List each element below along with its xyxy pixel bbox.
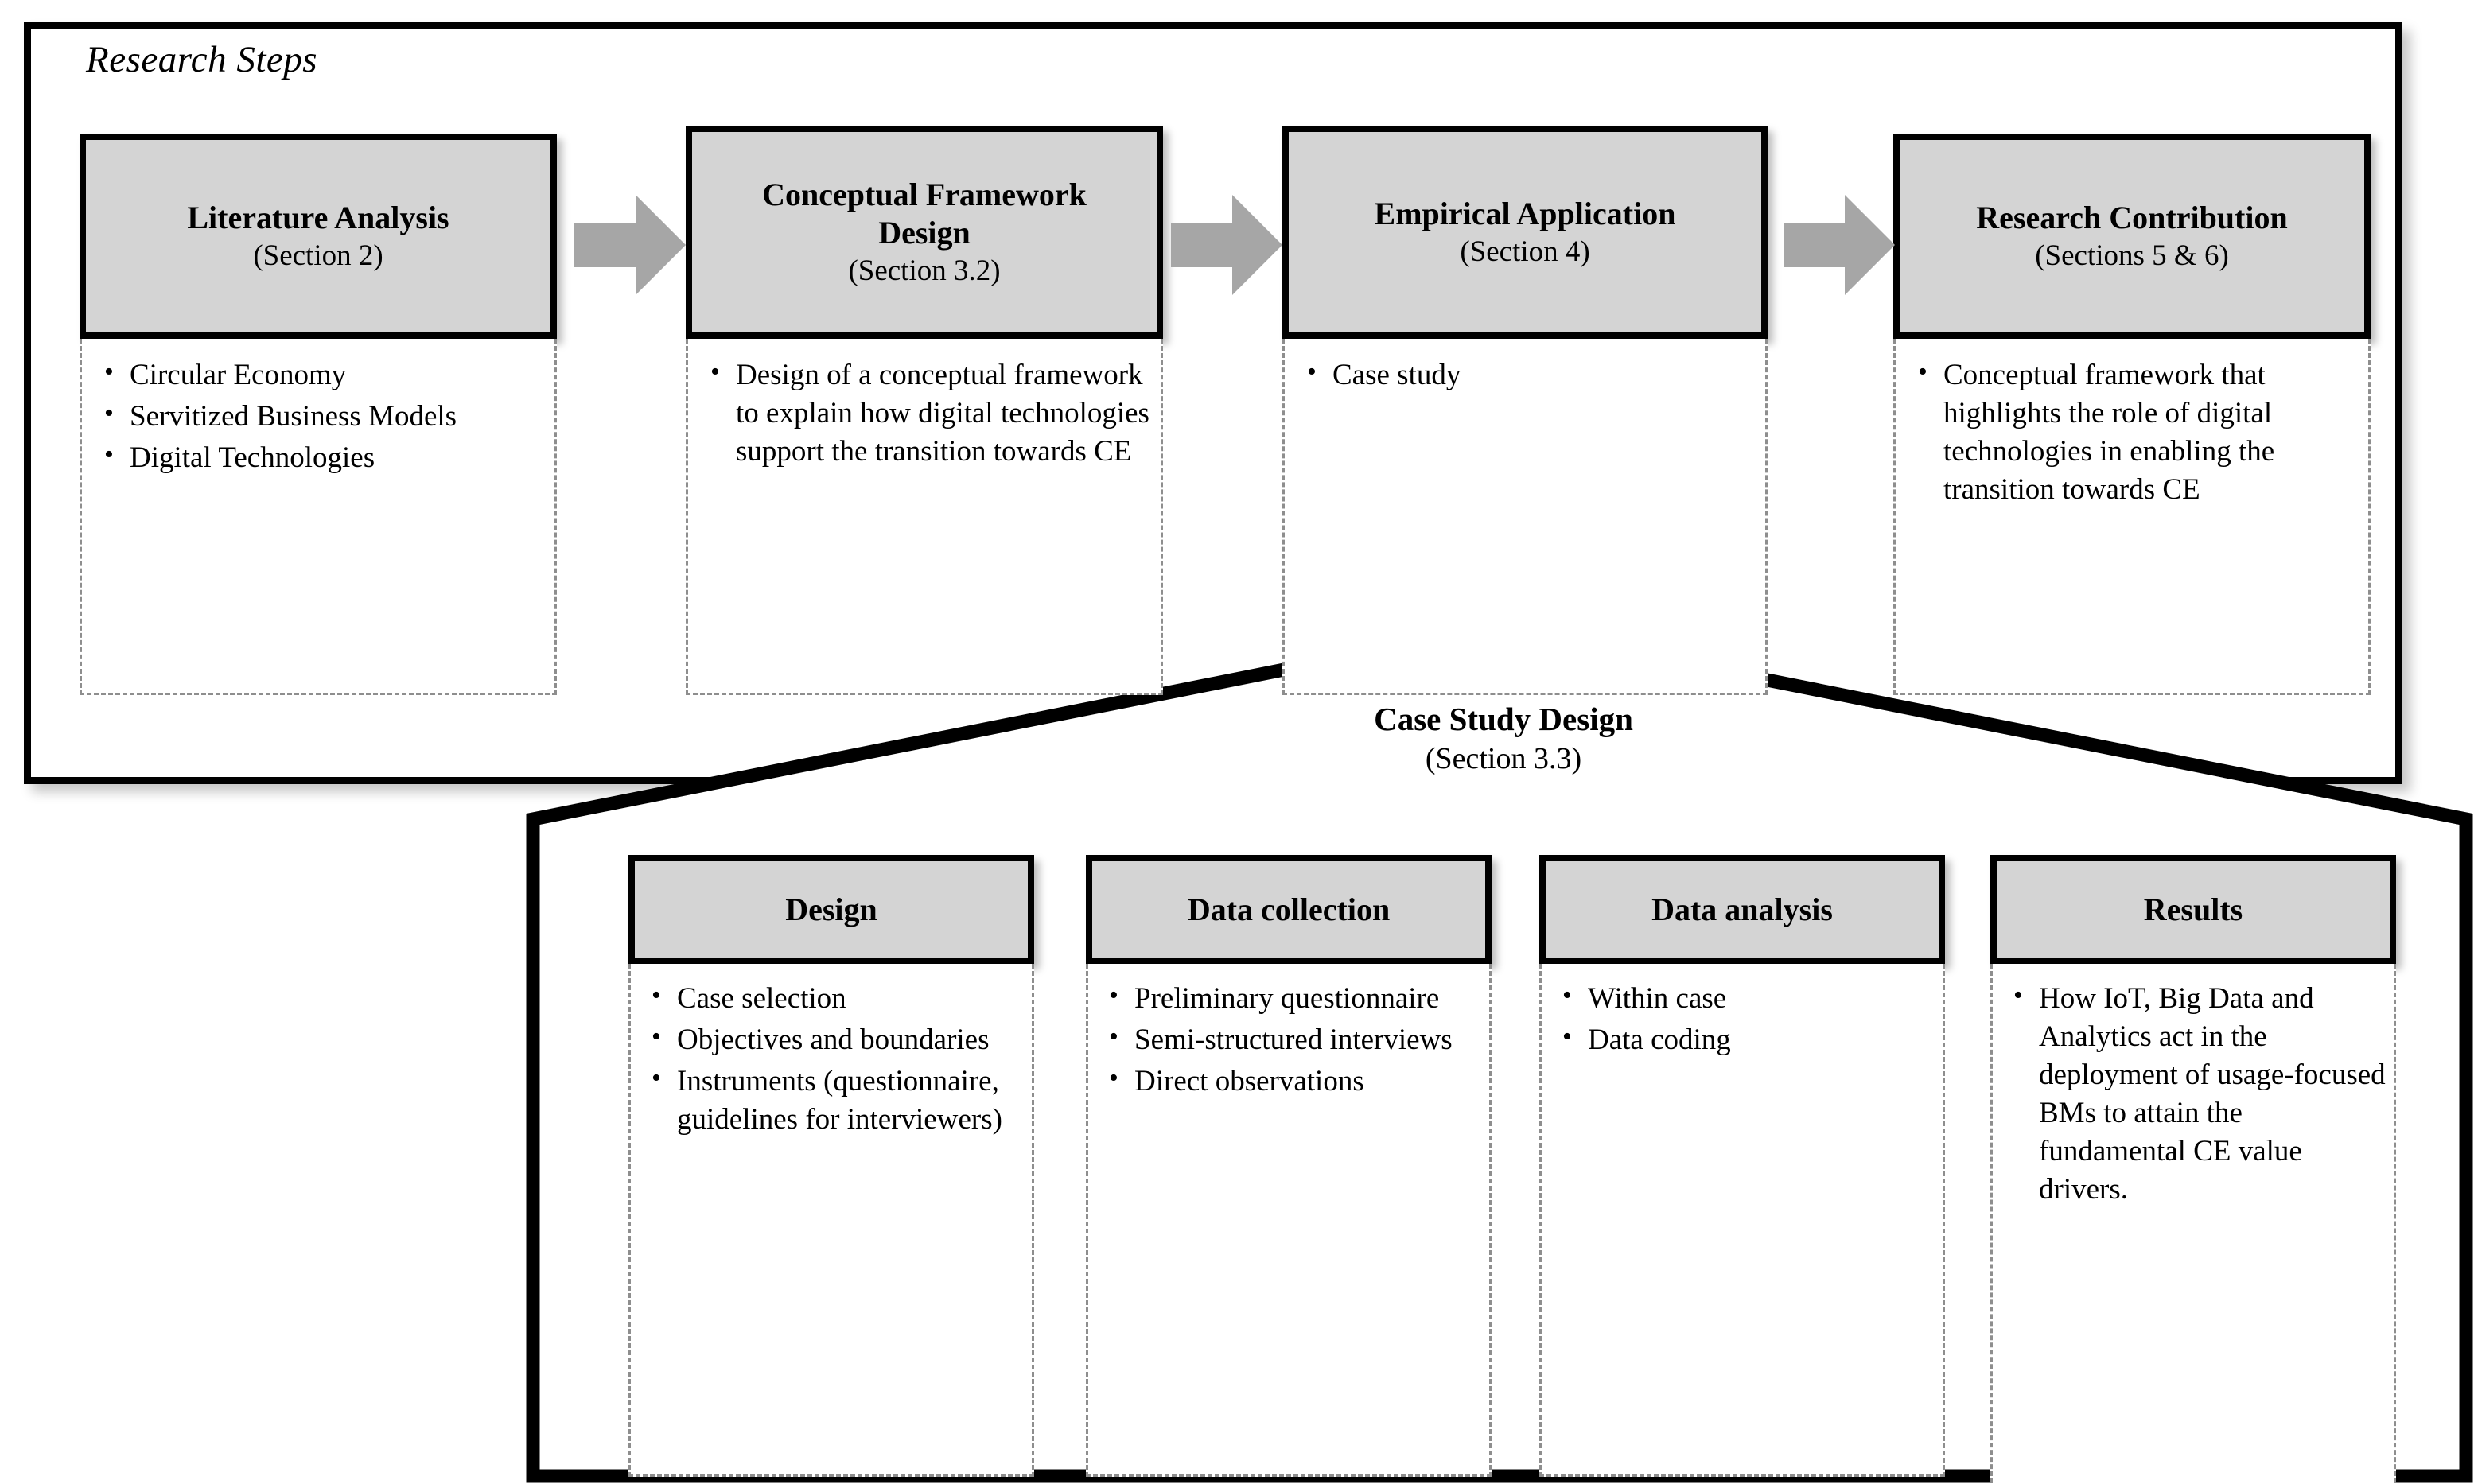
- case-study-column-3: Data analysis Within case Data coding: [1539, 855, 1945, 1477]
- research-step-bullets-4: Conceptual framework that highlights the…: [1907, 355, 2360, 509]
- research-steps-label: Research Steps: [86, 39, 318, 80]
- research-step-bullets-2: Design of a conceptual framework to expl…: [699, 355, 1153, 471]
- list-item: How IoT, Big Data and Analytics act in t…: [2013, 978, 2387, 1210]
- research-step-title-2: Conceptual Framework Design: [762, 176, 1087, 251]
- list-item: Data coding: [1562, 1020, 1936, 1059]
- case-study-design-section: (Section 3.3): [1425, 742, 1582, 776]
- research-step-section-3: (Section 4): [1460, 235, 1590, 268]
- list-item: Servitized Business Models: [104, 396, 547, 436]
- case-study-body-2: Preliminary questionnaire Semi-structure…: [1086, 964, 1492, 1477]
- case-study-column-4: Results How IoT, Big Data and Analytics …: [1990, 855, 2396, 1484]
- research-step-column-1: Literature Analysis (Section 2) Circular…: [80, 134, 557, 695]
- case-study-header-4[interactable]: Results: [1990, 855, 2396, 964]
- case-study-body-4: How IoT, Big Data and Analytics act in t…: [1990, 964, 2396, 1484]
- research-step-column-2: Conceptual Framework Design (Section 3.2…: [686, 126, 1163, 695]
- list-item: Conceptual framework that highlights the…: [1918, 355, 2360, 509]
- list-item: Objectives and boundaries: [652, 1020, 1025, 1059]
- case-study-body-3: Within case Data coding: [1539, 964, 1945, 1477]
- case-study-body-1: Case selection Objectives and boundaries…: [628, 964, 1034, 1477]
- research-step-section-1: (Section 2): [253, 239, 383, 272]
- arrow-1-icon: [574, 189, 686, 301]
- case-study-bullets-1: Case selection Objectives and boundaries…: [640, 978, 1025, 1139]
- list-item: Design of a conceptual framework to expl…: [710, 355, 1153, 471]
- research-step-body-1: Circular Economy Servitized Business Mod…: [80, 339, 557, 695]
- research-step-body-2: Design of a conceptual framework to expl…: [686, 339, 1163, 695]
- case-study-title-2: Data collection: [1187, 892, 1391, 927]
- research-step-column-3: Empirical Application (Section 4) Case s…: [1282, 126, 1768, 695]
- case-study-header-2[interactable]: Data collection: [1086, 855, 1492, 964]
- case-study-title-3: Data analysis: [1651, 892, 1833, 927]
- list-item: Case study: [1307, 355, 1757, 394]
- list-item: Preliminary questionnaire: [1109, 978, 1483, 1018]
- research-step-body-4: Conceptual framework that highlights the…: [1893, 339, 2371, 695]
- list-item: Digital Technologies: [104, 437, 547, 477]
- case-study-header-3[interactable]: Data analysis: [1539, 855, 1945, 964]
- research-step-header-4[interactable]: Research Contribution (Sections 5 & 6): [1893, 134, 2371, 339]
- list-item: Circular Economy: [104, 355, 547, 394]
- research-step-header-2[interactable]: Conceptual Framework Design (Section 3.2…: [686, 126, 1163, 339]
- research-step-body-3: Case study: [1282, 339, 1768, 695]
- research-step-header-3[interactable]: Empirical Application (Section 4): [1282, 126, 1768, 339]
- list-item: Semi-structured interviews: [1109, 1020, 1483, 1059]
- list-item: Within case: [1562, 978, 1936, 1018]
- research-step-section-2: (Section 3.2): [848, 254, 1001, 288]
- case-study-design-title-block: Case Study Design (Section 3.3): [1146, 698, 1861, 779]
- list-item: Direct observations: [1109, 1061, 1483, 1101]
- research-step-bullets-3: Case study: [1296, 355, 1757, 394]
- case-study-bullets-4: How IoT, Big Data and Analytics act in t…: [2002, 978, 2387, 1210]
- case-study-bullets-2: Preliminary questionnaire Semi-structure…: [1098, 978, 1483, 1101]
- research-step-bullets-1: Circular Economy Servitized Business Mod…: [93, 355, 547, 477]
- research-step-title-4: Research Contribution: [1976, 200, 2288, 236]
- case-study-header-1[interactable]: Design: [628, 855, 1034, 964]
- list-item: Case selection: [652, 978, 1025, 1018]
- arrow-3-icon: [1784, 189, 1895, 301]
- case-study-title-4: Results: [2143, 892, 2243, 927]
- case-study-title-1: Design: [785, 892, 877, 927]
- case-study-column-2: Data collection Preliminary questionnair…: [1086, 855, 1492, 1477]
- arrow-2-icon: [1171, 189, 1282, 301]
- research-step-title-1: Literature Analysis: [187, 200, 449, 236]
- list-item: Instruments (questionnaire, guidelines f…: [652, 1061, 1025, 1139]
- case-study-column-1: Design Case selection Objectives and bou…: [628, 855, 1034, 1477]
- research-step-column-4: Research Contribution (Sections 5 & 6) C…: [1893, 134, 2371, 695]
- research-step-header-1[interactable]: Literature Analysis (Section 2): [80, 134, 557, 339]
- research-step-title-3: Empirical Application: [1374, 196, 1676, 232]
- research-step-section-4: (Sections 5 & 6): [2035, 239, 2229, 272]
- case-study-design-title: Case Study Design: [1374, 701, 1633, 737]
- case-study-bullets-3: Within case Data coding: [1551, 978, 1936, 1059]
